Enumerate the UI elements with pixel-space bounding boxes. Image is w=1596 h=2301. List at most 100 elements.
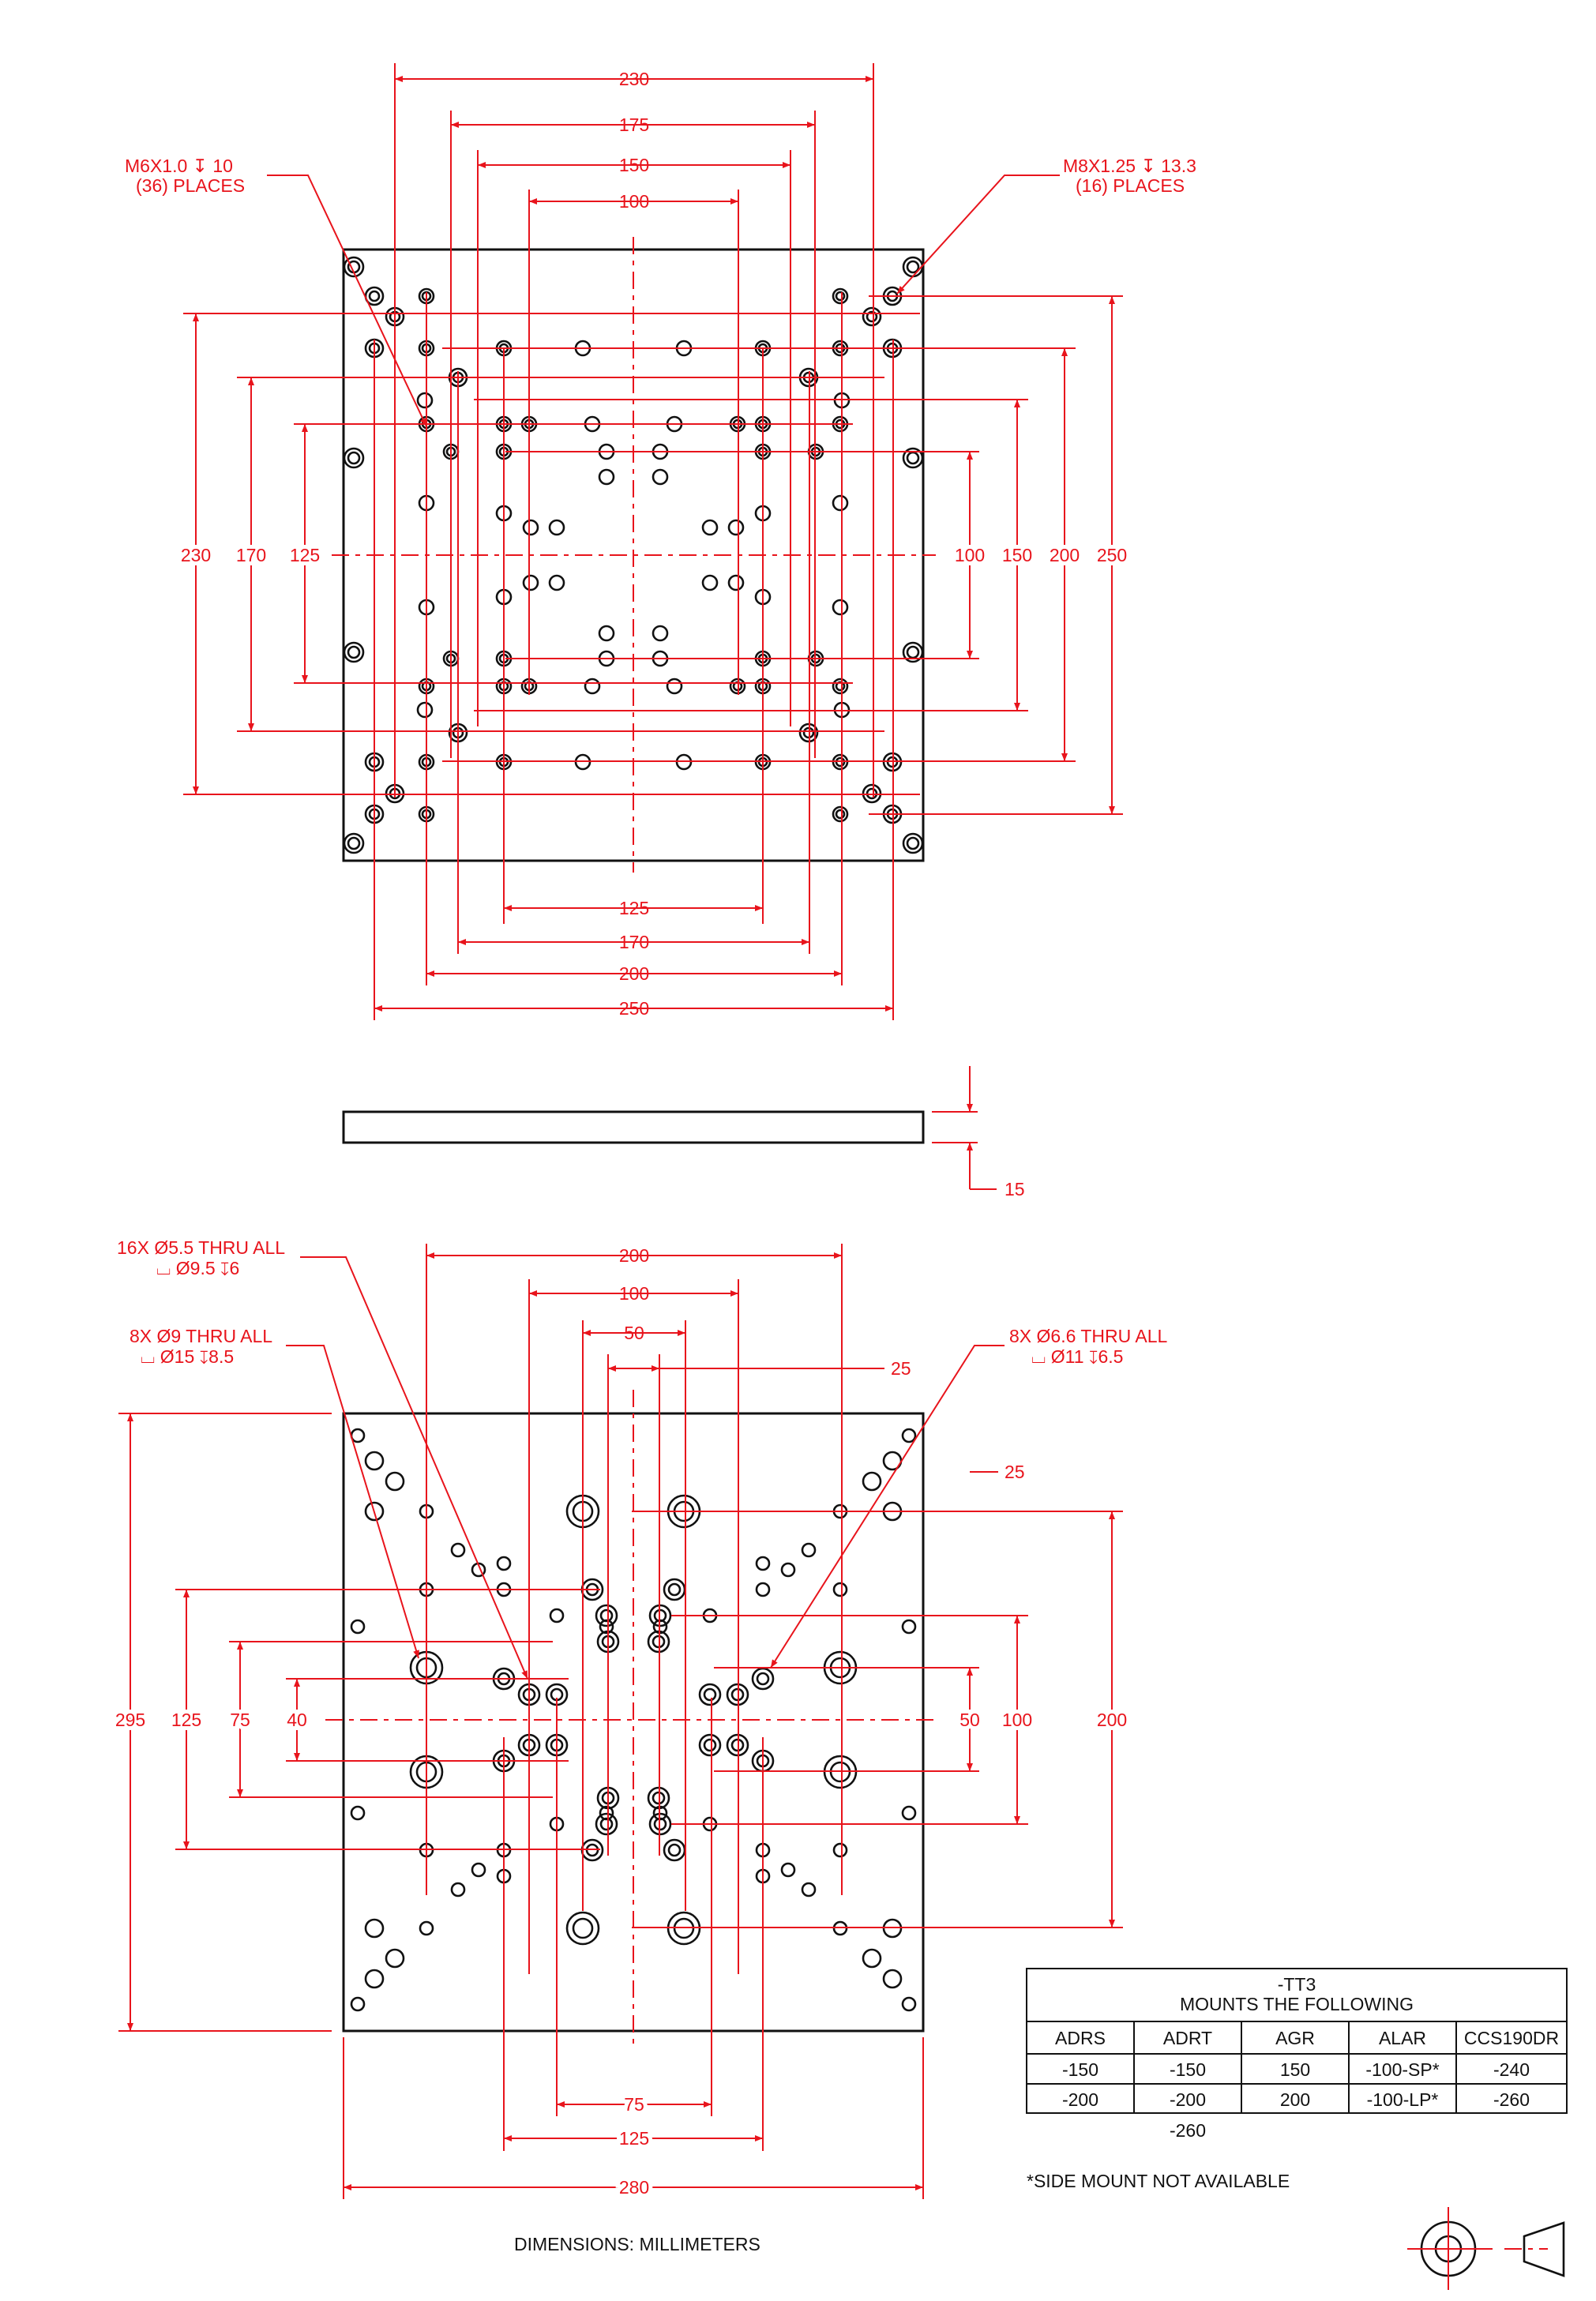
- cbore-55-hole: [595, 1812, 618, 1836]
- hole: [364, 1501, 385, 1522]
- small-hole: [755, 1582, 771, 1597]
- mount-hole-inner: [347, 645, 361, 659]
- plain-hole: [727, 519, 745, 536]
- top-dims-left: 230 170 125: [177, 313, 920, 795]
- dim-b-bot-75: 75: [624, 2094, 644, 2115]
- units-note: DIMENSIONS: MILLIMETERS: [514, 2234, 760, 2254]
- cbore-55-inner: [667, 1843, 682, 1857]
- dim-bot-250: 250: [619, 998, 649, 1019]
- small-hole: [471, 1862, 486, 1878]
- dim-bot-170: 170: [619, 932, 649, 952]
- mount-hole: [902, 256, 924, 278]
- svg-text:⌴ Ø15 ↧8.5: ⌴ Ø15 ↧8.5: [141, 1346, 234, 1367]
- mount-hole: [902, 832, 924, 854]
- cbore-55-hole: [595, 1604, 618, 1627]
- dim-top-230: 230: [619, 69, 649, 89]
- callout-8x-9: 8X Ø9 THRU ALL ⌴ Ø15 ↧8.5: [130, 1326, 419, 1659]
- plain-hole: [652, 625, 669, 642]
- small-hole: [780, 1862, 796, 1878]
- small-hole: [901, 1619, 917, 1635]
- mount-hole: [902, 447, 924, 469]
- plain-hole: [701, 574, 719, 591]
- table-cell: -200: [1062, 2089, 1098, 2110]
- mount-hole: [902, 641, 924, 663]
- bottom-dims-left: 295 125 75 40: [111, 1413, 600, 2032]
- hole: [862, 1471, 882, 1492]
- dim-b-top-100: 100: [619, 1283, 649, 1304]
- dim-b-right-100: 100: [1002, 1710, 1032, 1730]
- small-hole: [350, 1996, 366, 2012]
- dim-bot-125: 125: [619, 898, 649, 918]
- dim-bot-200: 200: [619, 963, 649, 984]
- table-header: ADRT: [1163, 2028, 1212, 2048]
- cbore-55-hole: [698, 1733, 722, 1757]
- plain-hole: [727, 574, 745, 591]
- table-cell: -150: [1170, 2059, 1206, 2080]
- svg-text:M8X1.25 ↧ 13.3: M8X1.25 ↧ 13.3: [1063, 156, 1196, 176]
- dim-b-top-200: 200: [619, 1245, 649, 1266]
- plain-hole: [598, 468, 615, 486]
- cbore-55-hole: [663, 1578, 686, 1601]
- hole: [364, 1918, 385, 1939]
- m6-hole-inner: [835, 291, 846, 302]
- plain-hole: [584, 678, 601, 695]
- dim-b-bot-280: 280: [619, 2177, 649, 2198]
- mount-hole-inner: [906, 260, 920, 274]
- small-hole: [832, 1582, 848, 1597]
- dim-right-200: 200: [1050, 545, 1080, 565]
- dim-b-right-25: 25: [1005, 1462, 1025, 1482]
- cbore-55-inner: [599, 1608, 614, 1623]
- cbore-55-inner: [703, 1738, 717, 1752]
- small-hole: [419, 1920, 434, 1936]
- plain-hole: [652, 468, 669, 486]
- cbore-55-inner: [703, 1687, 717, 1702]
- m8-hole: [862, 306, 882, 327]
- m6-hole-inner: [835, 809, 846, 820]
- m6-hole: [832, 287, 849, 305]
- m8-hole-inner: [368, 290, 381, 302]
- bottom-dims-bottom: 75 125 280: [343, 1698, 924, 2202]
- small-hole: [780, 1562, 796, 1578]
- svg-text:8X Ø6.6 THRU ALL: 8X Ø6.6 THRU ALL: [1009, 1326, 1167, 1346]
- plain-hole: [522, 574, 539, 591]
- plain-hole: [416, 701, 434, 719]
- dim-thickness-15: 15: [1005, 1179, 1025, 1199]
- plain-hole: [548, 574, 565, 591]
- mount-hole-inner: [347, 836, 361, 850]
- top-view: 230 175 150 100 125 170: [125, 63, 1196, 1020]
- dim-right-250: 250: [1097, 545, 1127, 565]
- dim-right-100: 100: [955, 545, 985, 565]
- plain-hole: [598, 625, 615, 642]
- dim-left-125: 125: [290, 545, 320, 565]
- mount-hole-inner: [906, 836, 920, 850]
- cbore-9-hole: [565, 1911, 600, 1946]
- top-dims-right: 100 150 200 250: [442, 295, 1131, 815]
- dim-b-left-40: 40: [287, 1710, 307, 1730]
- table-title: -TT3: [1278, 1974, 1316, 1995]
- table-cell: -100-LP*: [1367, 2089, 1439, 2110]
- table-subtitle: MOUNTS THE FOLLOWING: [1180, 1994, 1414, 2014]
- dim-top-100: 100: [619, 191, 649, 212]
- cbore-55-hole: [698, 1683, 722, 1706]
- svg-text:⌴ Ø9.5 ↧6: ⌴ Ø9.5 ↧6: [156, 1258, 239, 1278]
- callout-16x: 16X Ø5.5 THRU ALL ⌴ Ø9.5 ↧6: [117, 1237, 528, 1680]
- table-cell: -150: [1062, 2059, 1098, 2080]
- mount-hole-inner: [906, 451, 920, 465]
- mount-hole: [343, 641, 365, 663]
- small-hole: [350, 1619, 366, 1635]
- hole: [862, 1948, 882, 1969]
- small-hole: [755, 1556, 771, 1571]
- dim-right-150: 150: [1002, 545, 1032, 565]
- small-hole: [496, 1556, 512, 1571]
- table-cell: -200: [1170, 2089, 1206, 2110]
- mount-hole: [343, 256, 365, 278]
- m8-hole-inner: [866, 310, 878, 323]
- side-plate-outline: [342, 1110, 925, 1144]
- table-header: ALAR: [1379, 2028, 1426, 2048]
- dim-b-top-25: 25: [891, 1358, 911, 1379]
- small-hole: [450, 1882, 466, 1897]
- hole: [364, 1451, 385, 1471]
